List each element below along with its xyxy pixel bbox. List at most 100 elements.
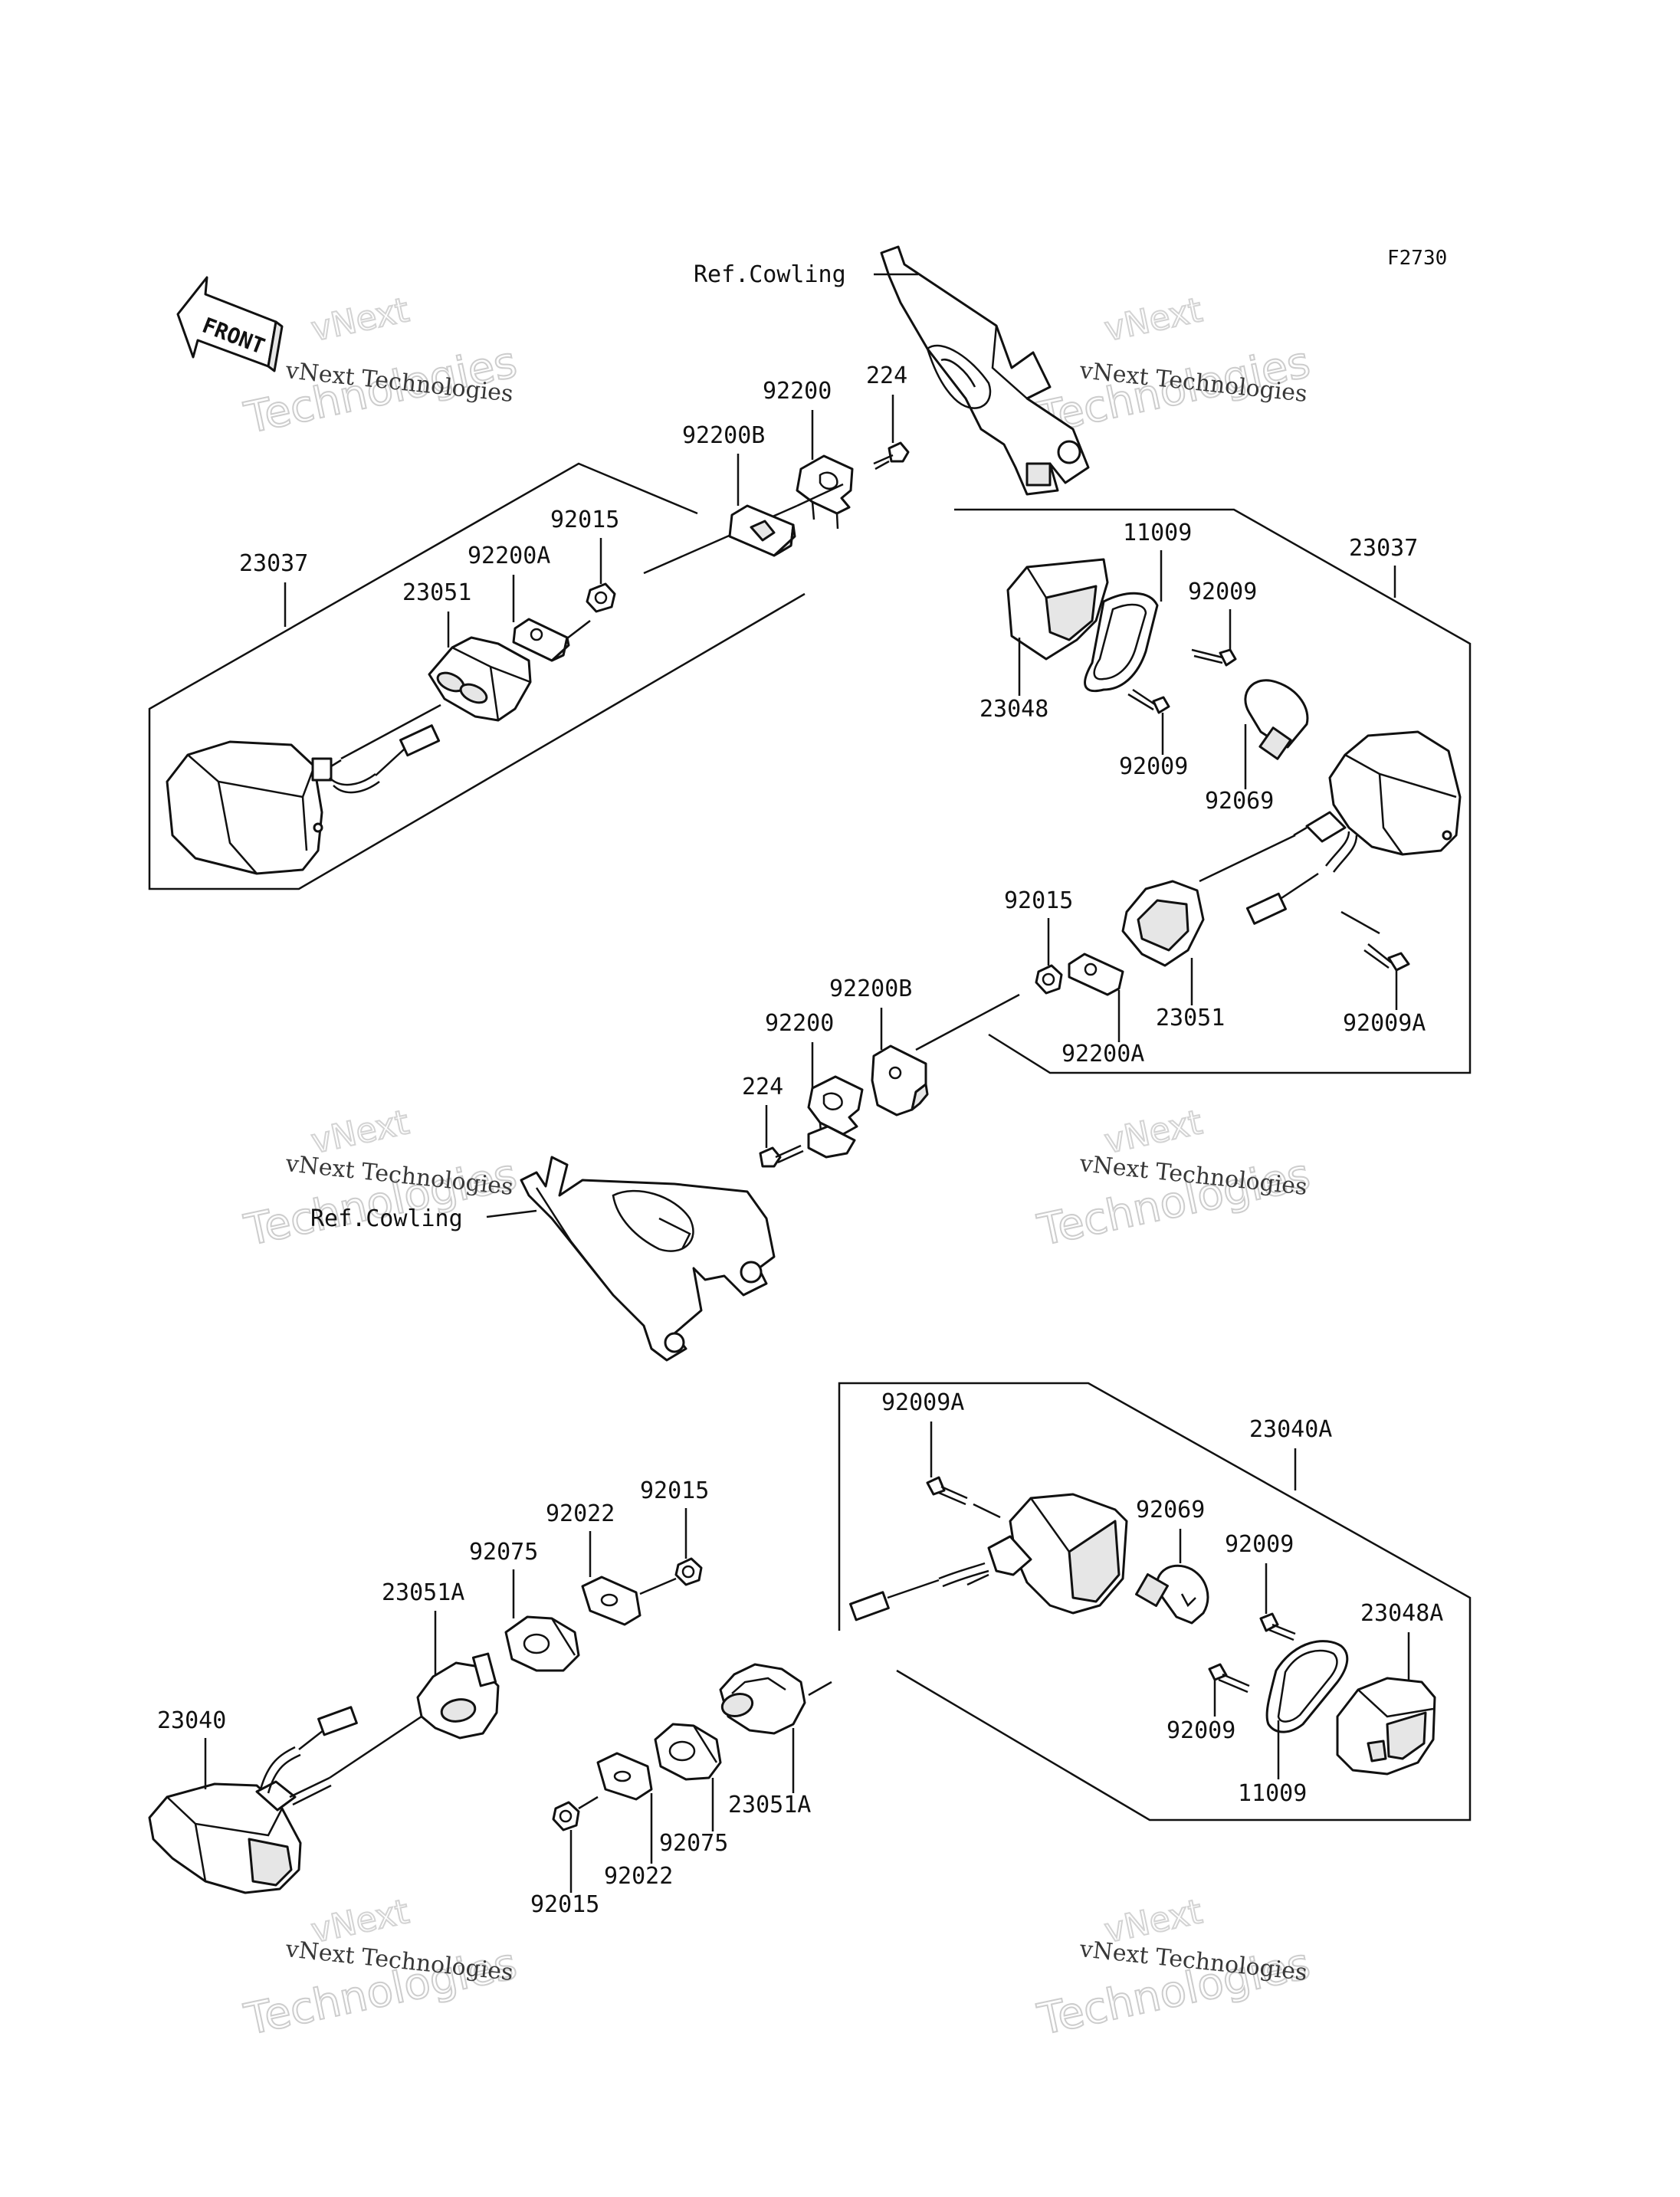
nut-92015-bottom-top bbox=[674, 1557, 703, 1586]
seal-92075-top bbox=[504, 1615, 580, 1672]
grommet-23051A-left bbox=[416, 1652, 500, 1740]
callout-23048-right: 23048 bbox=[979, 696, 1048, 723]
callout-23037-tl: 23037 bbox=[239, 550, 308, 577]
leader-lamp-axis-tl bbox=[340, 703, 441, 760]
front-arrow-icon: FRONT bbox=[176, 276, 284, 372]
callout-23051A-right: 23051A bbox=[728, 1792, 811, 1818]
cowling-bracket-top bbox=[880, 245, 1090, 496]
plate-92022-bottom bbox=[596, 1752, 653, 1801]
callout-92015-bottom: 92015 bbox=[530, 1891, 599, 1918]
callout-92009A-bottom: 92009A bbox=[881, 1389, 964, 1416]
assembly-box-23037-right bbox=[954, 508, 1472, 1074]
screw-92009-bottom-2 bbox=[1208, 1663, 1250, 1694]
callout-92009A-right: 92009A bbox=[1343, 1010, 1426, 1037]
lens-23048A-bottom bbox=[1336, 1677, 1436, 1776]
callout-92069-right: 92069 bbox=[1205, 788, 1274, 815]
leader-screw-top bbox=[796, 483, 844, 507]
callout-11009-bottom: 11009 bbox=[1238, 1780, 1307, 1807]
ref-cowling-mid-label: Ref.Cowling bbox=[310, 1205, 463, 1232]
callout-92009-bottom-1: 92009 bbox=[1225, 1531, 1294, 1558]
bulb-92069-bottom bbox=[1135, 1564, 1209, 1625]
watermark-mid-left: vNext Technologies vNext Technologies bbox=[239, 1102, 521, 1257]
turn-signal-lamp-rear-right bbox=[849, 1493, 1128, 1622]
screw-92009-right-1 bbox=[1191, 648, 1237, 667]
figure-code: F2730 bbox=[1387, 247, 1447, 270]
plate-92200A-top-left bbox=[512, 618, 570, 662]
callout-92075-top: 92075 bbox=[469, 1539, 538, 1566]
nut-92015-right bbox=[1035, 964, 1063, 995]
assembly-box-23040A bbox=[838, 1382, 1472, 1822]
svg-text:vNext: vNext bbox=[1101, 290, 1206, 349]
seal-92075-bottom bbox=[654, 1723, 722, 1781]
screw-92009A-right bbox=[1363, 943, 1410, 972]
gasket-11009-bottom bbox=[1265, 1640, 1349, 1733]
assembly-box-23037-left bbox=[148, 462, 806, 890]
turn-signal-lamp-front-left bbox=[166, 724, 441, 875]
callout-92022-top: 92022 bbox=[546, 1500, 615, 1527]
callout-92022-bottom: 92022 bbox=[604, 1863, 673, 1890]
svg-text:vNext: vNext bbox=[1101, 1103, 1206, 1162]
leader-axis-mid bbox=[915, 993, 1020, 1051]
screw-92009A-bottom bbox=[926, 1476, 968, 1506]
plate-92022-top bbox=[581, 1576, 641, 1626]
leader-nut-plate-tl bbox=[566, 620, 591, 639]
callout-11009-right: 11009 bbox=[1123, 520, 1192, 546]
callout-92200-top: 92200 bbox=[763, 378, 832, 405]
callout-92015-tl: 92015 bbox=[550, 507, 619, 533]
plate-92200A-right bbox=[1068, 953, 1124, 996]
callout-92200A-tl: 92200A bbox=[468, 543, 550, 569]
callout-224-mid: 224 bbox=[742, 1074, 783, 1100]
leader-screw-92009A-b bbox=[973, 1503, 1001, 1519]
svg-text:vNext: vNext bbox=[308, 1103, 412, 1162]
screw-224-top bbox=[873, 441, 910, 471]
ref-cowling-top-label: Ref.Cowling bbox=[694, 261, 846, 288]
screw-224-mid bbox=[759, 1144, 804, 1168]
callout-23051-tl: 23051 bbox=[402, 579, 471, 606]
turn-signal-lamp-front-right bbox=[1245, 730, 1462, 925]
watermark-top-right: vNext Technologies vNext Technologies bbox=[1032, 290, 1314, 444]
leader-axis-bottom-right bbox=[808, 1681, 832, 1697]
leader-box-corner-right bbox=[1340, 910, 1380, 935]
callout-23051A-left: 23051A bbox=[382, 1579, 464, 1606]
nut-92015-top-left bbox=[586, 582, 616, 613]
callout-92009-right-1: 92009 bbox=[1188, 579, 1257, 605]
callout-92200B-top: 92200B bbox=[682, 422, 765, 449]
svg-text:vNext: vNext bbox=[308, 290, 412, 349]
bulb-92069-right bbox=[1244, 679, 1309, 760]
watermark-mid-right: vNext Technologies vNext Technologies bbox=[1032, 1102, 1314, 1257]
turn-signal-lamp-rear-left bbox=[148, 1706, 358, 1894]
callout-92069-bottom: 92069 bbox=[1136, 1497, 1205, 1523]
grommet-23051-top-left bbox=[428, 636, 532, 722]
callout-23040: 23040 bbox=[157, 1707, 226, 1734]
nut-92015-bottom bbox=[552, 1801, 580, 1831]
leader-nut-plate-top bbox=[639, 1577, 677, 1595]
callout-92015-bottom-top: 92015 bbox=[640, 1477, 709, 1504]
callout-92009-bottom-2: 92009 bbox=[1166, 1717, 1235, 1744]
callout-92015-right: 92015 bbox=[1004, 887, 1073, 914]
leader-ref-cowling-mid bbox=[486, 1209, 537, 1218]
plate-92200B-mid bbox=[871, 1044, 929, 1117]
callout-23051-right: 23051 bbox=[1156, 1005, 1225, 1031]
leader-nut-plate-bottom bbox=[578, 1795, 599, 1810]
callout-92200B-mid: 92200B bbox=[829, 976, 912, 1002]
callout-92009-right-2: 92009 bbox=[1119, 753, 1188, 780]
callout-92200-mid: 92200 bbox=[765, 1010, 834, 1037]
callout-224-top: 224 bbox=[866, 362, 907, 389]
callout-23040A: 23040A bbox=[1249, 1416, 1332, 1443]
grommet-23051-right bbox=[1121, 880, 1205, 967]
screw-92009-bottom-1 bbox=[1259, 1612, 1296, 1641]
plate-92200B-top bbox=[728, 504, 796, 557]
watermark-bottom-right: vNext Technologies vNext Technologies bbox=[1032, 1891, 1314, 2046]
watermark-bottom-left: vNext Technologies vNext Technologies bbox=[239, 1891, 521, 2046]
gasket-11009-right bbox=[1084, 592, 1159, 693]
callout-23048A: 23048A bbox=[1360, 1600, 1443, 1627]
callout-92075-bottom: 92075 bbox=[659, 1830, 728, 1857]
callout-92200A-right: 92200A bbox=[1061, 1041, 1144, 1067]
leader-lamp-axis-right bbox=[1199, 834, 1296, 883]
callout-23037-right: 23037 bbox=[1349, 535, 1418, 562]
grommet-23051A-right bbox=[719, 1663, 806, 1735]
cowling-bracket-mid bbox=[520, 1156, 776, 1362]
screw-92009-right-2 bbox=[1127, 688, 1170, 714]
watermark-top-left: vNext Technologies vNext Technologies bbox=[239, 290, 521, 444]
